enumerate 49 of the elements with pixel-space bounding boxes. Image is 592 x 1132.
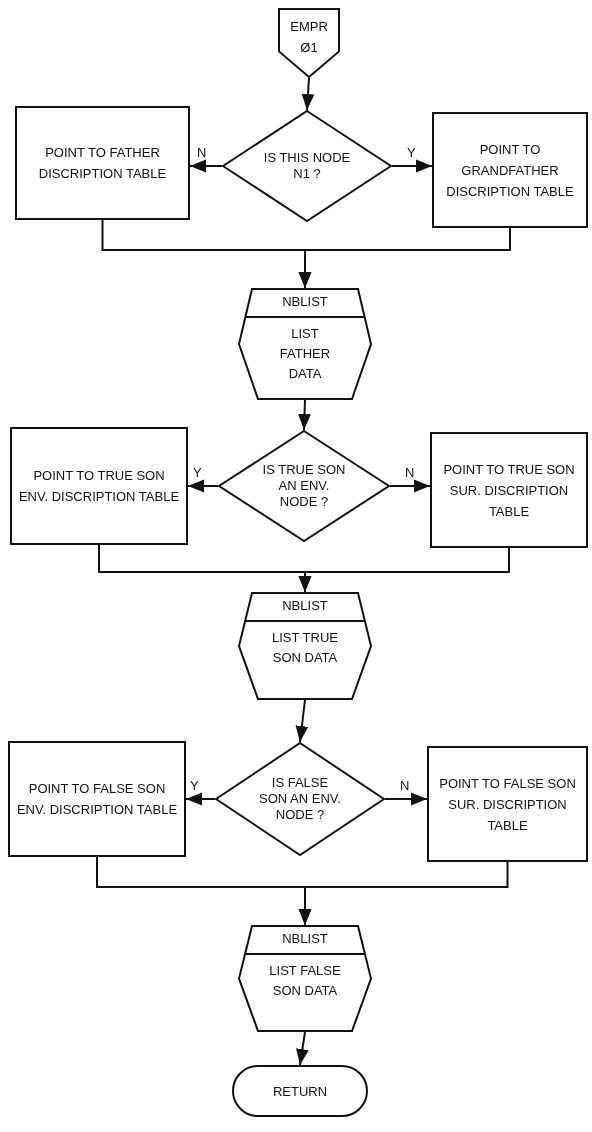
preparation-hexagon — [238, 288, 372, 400]
node-text: POINT TO FATHER DISCRIPTION TABLE — [37, 144, 168, 183]
body-text: LIST FALSE SON DATA — [268, 962, 342, 1000]
node-text: POINT TO TRUE SON SUR. DISCRIPTION TABLE — [442, 460, 576, 521]
decision-diamond — [222, 110, 392, 222]
edge-label: Y — [192, 466, 203, 479]
off-page-connector — [278, 8, 340, 78]
process-box — [8, 741, 186, 857]
arrow — [298, 227, 511, 289]
arrow — [296, 1031, 309, 1066]
node-text: IS FALSE SON AN ENV. NODE ? — [258, 775, 342, 823]
heading-text: NBLIST — [282, 599, 328, 612]
arrow — [301, 77, 315, 111]
node-text: POINT TO FALSE SON ENV. DISCRIPTION TABLE — [16, 780, 178, 819]
decision-diamond — [218, 430, 390, 542]
node-text: POINT TO FALSE SON SUR. DISCRIPTION TABLE — [438, 774, 577, 835]
arrow — [384, 792, 428, 806]
arrow — [298, 861, 509, 926]
arrow — [189, 159, 223, 173]
arrow — [187, 479, 219, 493]
node-text: IS THIS NODE N1 ? — [262, 150, 352, 182]
edge-label: N — [404, 466, 416, 479]
edge-label: N — [399, 779, 411, 792]
arrow — [391, 159, 433, 173]
heading-text: NBLIST — [282, 295, 328, 308]
decision-diamond — [215, 742, 385, 856]
body-text: LIST FATHER DATA — [278, 325, 332, 383]
process-box — [430, 432, 588, 548]
edge-label: Y — [189, 779, 200, 792]
arrow — [298, 547, 510, 593]
edge-label: N — [196, 146, 208, 159]
node-text: POINT TO GRANDFATHER DISCRIPTION TABLE — [445, 140, 575, 201]
arrow — [389, 479, 431, 493]
process-box — [15, 106, 190, 220]
process-box — [427, 746, 588, 862]
preparation-hexagon — [238, 925, 372, 1032]
arrow — [298, 399, 311, 431]
process-box — [432, 112, 588, 228]
arrow — [185, 792, 216, 806]
arrow — [295, 699, 309, 743]
body-text: LIST TRUE SON DATA — [271, 629, 339, 667]
node-text: POINT TO TRUE SON ENV. DISCRIPTION TABLE — [18, 467, 180, 506]
preparation-hexagon — [238, 592, 372, 700]
process-box — [10, 427, 188, 545]
node-text: IS TRUE SON AN ENV. NODE ? — [262, 462, 346, 510]
node-text: RETURN — [272, 1082, 328, 1101]
node-text: EMPR Ø1 — [289, 18, 329, 57]
edge-label: Y — [406, 146, 417, 159]
heading-text: NBLIST — [282, 932, 328, 945]
